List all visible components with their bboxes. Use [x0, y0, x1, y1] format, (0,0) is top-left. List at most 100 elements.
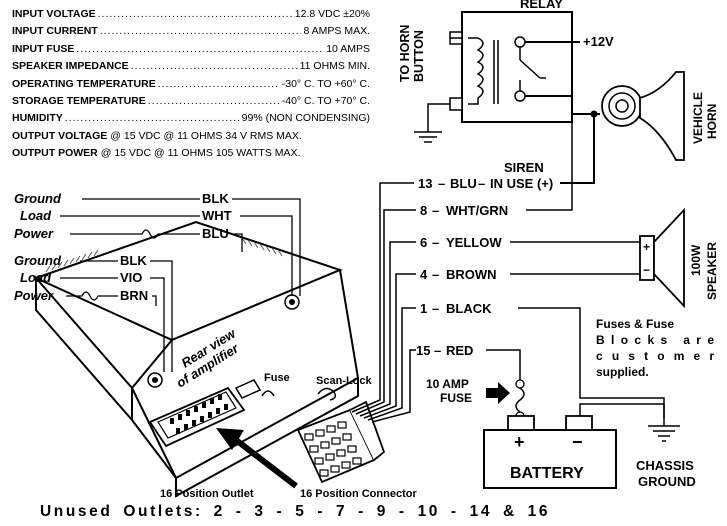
wire-8-name: WHT/GRN	[446, 203, 508, 218]
wire-1-name: BLACK	[446, 301, 492, 316]
group1-power-color: BLU	[202, 226, 229, 241]
group1-ground-color: BLK	[202, 191, 229, 206]
spec-label: STORAGE TEMPERATURE	[12, 95, 146, 108]
scan-lock-label: Scan-Lock	[316, 375, 373, 387]
group2-ground-func: Ground	[14, 253, 62, 268]
spec-value: 12.8 VDC ±20%	[294, 8, 370, 20]
spec-speaker-impedance: SPEAKER IMPEDANCE 11 OHMS MIN.	[12, 58, 370, 75]
group1-load-color: WHT	[202, 208, 232, 223]
wire-8-pin: 8	[420, 203, 427, 218]
spec-label: OPERATING TEMPERATURE	[12, 77, 156, 90]
relay: RELAY +12V TO HORN BUTTON	[398, 0, 614, 184]
spec-value: 99% (NON CONDENSING)	[241, 112, 370, 125]
wire-bundle	[351, 182, 416, 423]
svg-text:–: –	[438, 176, 445, 191]
spec-label: OUTPUT POWER	[12, 147, 98, 160]
spec-input-voltage: INPUT VOLTAGE 12.8 VDC ±20%	[12, 6, 370, 23]
insert-arrow	[216, 428, 244, 450]
wire-6-name: YELLOW	[446, 235, 502, 250]
fuses-note-4: supplied.	[596, 365, 649, 379]
svg-text:+: +	[643, 240, 650, 254]
spec-output-voltage: OUTPUT VOLTAGE@ 15 VDC @ 11 OHMS 34 V RM…	[12, 128, 370, 145]
fuse-holder-label: Fuse	[264, 372, 290, 384]
chassis-label-1: CHASSIS	[636, 458, 694, 473]
siren-note-2: IN USE (+)	[490, 176, 553, 191]
spec-value: 8 AMPS MAX.	[303, 25, 370, 38]
connector-label: 16 Position Connector	[300, 488, 417, 500]
battery-plus: +	[514, 432, 525, 452]
wire-15-name: RED	[446, 343, 473, 358]
spec-value: -40° C. TO +70° C.	[281, 95, 370, 108]
spec-label: OUTPUT VOLTAGE	[12, 129, 108, 142]
svg-text:–: –	[432, 235, 439, 250]
specifications-table: INPUT VOLTAGE 12.8 VDC ±20% INPUT CURRENT…	[12, 6, 370, 163]
svg-text:–: –	[432, 203, 439, 218]
outlet-label: 16 Position Outlet	[160, 488, 254, 500]
svg-text:−: −	[643, 263, 650, 277]
spec-label: SPEAKER IMPEDANCE	[12, 60, 129, 73]
relay-plus12-label: +12V	[583, 34, 614, 49]
horn-button-label-1: TO HORN	[398, 25, 412, 82]
spec-operating-temperature: OPERATING TEMPERATURE -30° C. TO +60° C.	[12, 76, 370, 93]
spec-input-fuse: INPUT FUSE 10 AMPS	[12, 41, 370, 58]
spec-humidity: HUMIDITY 99% (NON CONDENSING)	[12, 110, 370, 127]
wire-4-pin: 4	[420, 267, 428, 282]
spec-value: -30° C. TO +60° C.	[281, 77, 370, 90]
spec-output-power: OUTPUT POWER@ 15 VDC @ 11 OHMS 105 WATTS…	[12, 145, 370, 162]
sixteen-position-connector	[296, 400, 386, 484]
spec-label: INPUT CURRENT	[12, 25, 98, 38]
spec-label: INPUT VOLTAGE	[12, 8, 96, 20]
svg-text:–: –	[434, 343, 441, 358]
group1-load-func: Load	[20, 208, 52, 223]
group1-power-func: Power	[14, 226, 54, 241]
speaker-label-2: SPEAKER	[705, 242, 719, 300]
amp-function-labels: Ground BLK Load WHT Power BLU Ground BLK…	[14, 191, 301, 372]
group2-power-color: BRN	[120, 288, 148, 303]
wire-13-name: BLU	[450, 176, 477, 191]
chassis-ground: CHASSIS GROUND	[636, 404, 696, 489]
chassis-label-2: GROUND	[638, 474, 696, 489]
wire-4-name: BROWN	[446, 267, 497, 282]
unused-outlets-note: Unused Outlets: 2 - 3 - 5 - 7 - 9 - 10 -…	[40, 503, 551, 520]
amp-fuse-label-2: FUSE	[440, 391, 472, 405]
amp-fuse-label-1: 10 AMP	[426, 377, 469, 391]
group2-ground-color: BLK	[120, 253, 147, 268]
spec-label: HUMIDITY	[12, 112, 63, 125]
spec-input-current: INPUT CURRENT 8 AMPS MAX.	[12, 23, 370, 40]
horn-label-2: HORN	[705, 104, 719, 139]
svg-text:–: –	[432, 267, 439, 282]
battery-minus: −	[572, 432, 583, 452]
fuses-note-2: Blocks are	[596, 333, 714, 347]
spec-storage-temperature: STORAGE TEMPERATURE -40° C. TO +70° C.	[12, 93, 370, 110]
battery-label: BATTERY	[510, 465, 584, 482]
amplifier: Rear view of amplifier Fuse Scan-Lock	[33, 220, 373, 498]
group1-ground-func: Ground	[14, 191, 62, 206]
svg-text:–: –	[432, 301, 439, 316]
spec-value: 11 OHMS MIN.	[299, 60, 370, 73]
wire-6-pin: 6	[420, 235, 427, 250]
horn-button-label-2: BUTTON	[412, 30, 426, 82]
spec-value: @ 15 VDC @ 11 OHMS 34 V RMS MAX.	[110, 129, 302, 142]
battery: + − BATTERY	[483, 403, 664, 489]
horn-label-1: VEHICLE	[691, 92, 705, 144]
relay-title: RELAY	[520, 0, 563, 11]
wire-1-pin: 1	[420, 301, 427, 316]
speaker: + − 100W SPEAKER	[639, 207, 719, 309]
wire-13-pin: 13	[418, 176, 432, 191]
siren-note-1: SIREN	[504, 160, 544, 175]
wire-15-pin: 15	[416, 343, 430, 358]
vehicle-horn: VEHICLE HORN	[601, 71, 719, 161]
group2-load-func: Load	[20, 270, 52, 285]
svg-text:–: –	[478, 176, 485, 191]
group2-load-color: VIO	[120, 270, 142, 285]
spec-value: 10 AMPS	[326, 42, 370, 55]
spec-value: @ 15 VDC @ 11 OHMS 105 WATTS MAX.	[100, 147, 301, 160]
spec-label: INPUT FUSE	[12, 42, 75, 55]
speaker-label-1: 100W	[689, 244, 703, 276]
fuses-note-1: Fuses & Fuse	[596, 317, 674, 331]
fuses-note-3: customer	[596, 349, 714, 363]
group2-power-func: Power	[14, 288, 54, 303]
wire-labels: 13 – BLU – SIREN IN USE (+) 8 – WHT/GRN …	[416, 114, 665, 418]
